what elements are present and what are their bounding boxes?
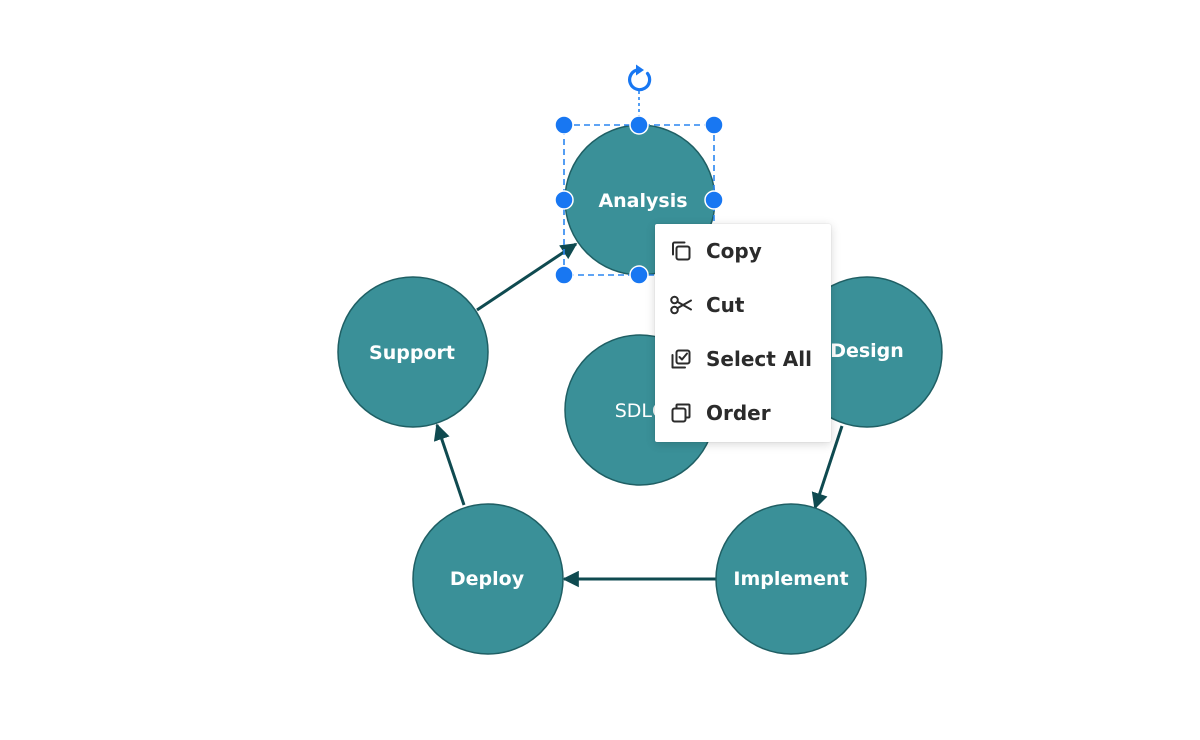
resize-handle-right[interactable]: [704, 190, 724, 210]
menu-item-select-all[interactable]: Select All: [655, 332, 831, 386]
node-implement[interactable]: Implement: [715, 503, 867, 655]
order-icon: [668, 400, 694, 426]
menu-item-copy[interactable]: Copy: [655, 224, 831, 278]
menu-item-copy-label: Copy: [706, 239, 762, 263]
resize-handle-left[interactable]: [554, 190, 574, 210]
resize-handle-bottom-left[interactable]: [554, 265, 574, 285]
menu-item-select-all-label: Select All: [706, 347, 812, 371]
menu-item-order-label: Order: [706, 401, 771, 425]
node-implement-label: Implement: [733, 568, 848, 590]
resize-handle-top[interactable]: [629, 115, 649, 135]
resize-handle-top-left[interactable]: [554, 115, 574, 135]
resize-handle-bottom[interactable]: [629, 265, 649, 285]
select-all-icon: [668, 346, 694, 372]
selection-frame: [554, 64, 724, 285]
connector-support-to-analysis[interactable]: [476, 242, 578, 312]
context-menu: Copy Cut Select All: [655, 224, 831, 442]
node-deploy[interactable]: Deploy: [412, 503, 564, 655]
copy-icon: [668, 238, 694, 264]
scissors-icon: [668, 292, 694, 318]
connector-deploy-to-support[interactable]: [433, 423, 466, 506]
node-support-label: Support: [369, 342, 455, 364]
menu-item-cut-label: Cut: [706, 293, 745, 317]
resize-handle-top-right[interactable]: [704, 115, 724, 135]
connector-design-to-implement[interactable]: [811, 425, 844, 510]
menu-item-order[interactable]: Order: [655, 386, 831, 440]
node-analysis-label: Analysis: [598, 190, 687, 212]
node-center-label: SDLC: [615, 400, 666, 422]
node-deploy-label: Deploy: [450, 568, 525, 590]
node-support[interactable]: Support: [337, 276, 489, 428]
node-design-label: Design: [830, 340, 904, 362]
rotate-handle-icon[interactable]: [628, 64, 652, 92]
menu-item-cut[interactable]: Cut: [655, 278, 831, 332]
